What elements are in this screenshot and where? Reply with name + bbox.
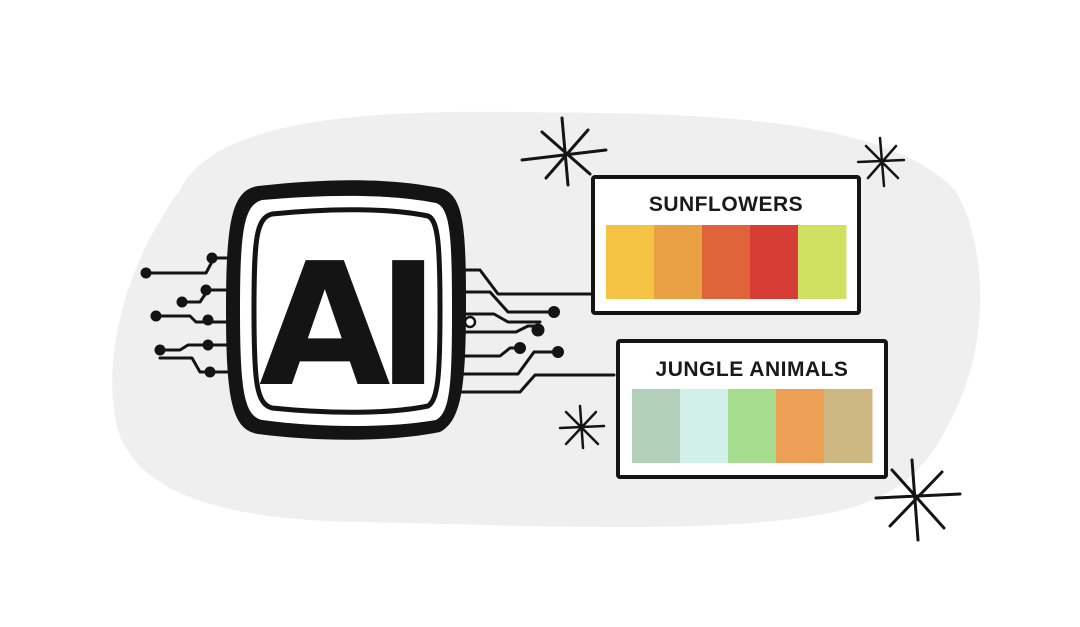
- palette-swatch-row: [606, 225, 847, 299]
- palette-title: SUNFLOWERS: [649, 193, 803, 216]
- ai-chip-icon: AI: [140, 180, 616, 440]
- color-swatch: [824, 389, 873, 463]
- sparkle-icon: [520, 116, 608, 187]
- color-swatch: [702, 225, 751, 299]
- color-swatch: [654, 225, 703, 299]
- palette-card-jungle-animals: JUNGLE ANIMALS: [616, 339, 888, 479]
- chip-left-pins: [144, 256, 234, 374]
- palette-title: JUNGLE ANIMALS: [656, 358, 849, 381]
- sparkle-icon: [874, 458, 962, 542]
- color-swatch: [606, 225, 655, 299]
- color-swatch: [728, 389, 777, 463]
- sparkle-icon: [856, 136, 906, 188]
- palette-swatch-row: [632, 389, 873, 463]
- chip-inner-border: [251, 207, 443, 415]
- chip-face: [240, 195, 452, 426]
- palette-card-sunflowers: SUNFLOWERS: [591, 175, 861, 315]
- chip-left-pin-dots: [140, 252, 218, 378]
- color-swatch: [680, 389, 729, 463]
- color-swatch: [750, 225, 799, 299]
- sparkle-icon: [558, 404, 606, 450]
- color-swatch: [632, 389, 681, 463]
- chip-right-trace-dots: [463, 306, 564, 358]
- color-swatch: [776, 389, 825, 463]
- chip-ai-text: AI: [259, 227, 426, 425]
- color-swatch: [798, 225, 847, 299]
